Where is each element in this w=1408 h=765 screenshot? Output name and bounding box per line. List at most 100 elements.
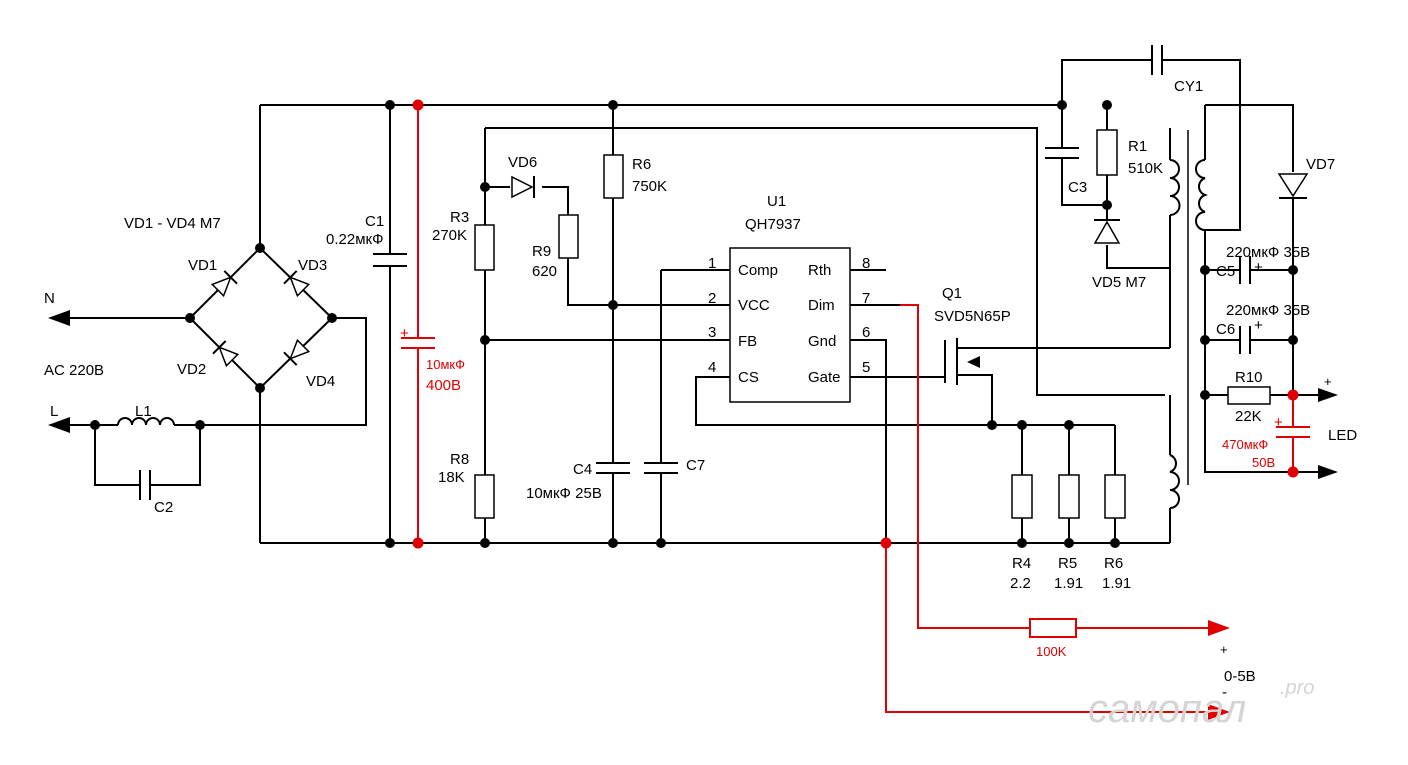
- label-r5: R5: [1058, 555, 1077, 572]
- watermark-logo: самопал: [1088, 687, 1246, 731]
- label-c5: C5: [1216, 263, 1235, 280]
- label-c5-value: 220мкФ 35B: [1226, 244, 1310, 261]
- resistor-r3: [474, 224, 495, 271]
- label-u1-part: QH7937: [745, 216, 801, 233]
- diode-vd4: [283, 338, 311, 366]
- label-vd6: VD6: [508, 154, 537, 171]
- resistor-r10: [1227, 386, 1271, 405]
- resistor-r1: [1096, 129, 1118, 176]
- label-r10-value: 22K: [1235, 408, 1262, 425]
- label-gate: Gate: [808, 369, 841, 386]
- label-r9-value: 620: [532, 263, 557, 280]
- black-wiring: [48, 59, 1338, 544]
- label-pin3: 3: [708, 324, 716, 341]
- label-pin5: 5: [862, 359, 870, 376]
- capacitor-470uf-red: [1276, 426, 1310, 438]
- resistor-r6-sense: [1104, 474, 1126, 519]
- label-r3-value: 270K: [432, 227, 467, 244]
- label-fb: FB: [738, 333, 757, 350]
- label-r9: R9: [532, 243, 551, 260]
- watermark-suffix: .pro: [1280, 677, 1314, 699]
- capacitor-c4: [596, 462, 630, 474]
- label-c6-plus: +: [1254, 317, 1263, 334]
- capacitor-c1: [373, 253, 407, 267]
- label-r3: R3: [450, 209, 469, 226]
- resistor-r4: [1011, 474, 1033, 519]
- label-470uf-plus: +: [1274, 414, 1283, 431]
- capacitor-cy1: [1151, 45, 1163, 75]
- label-r6-top-value: 750K: [632, 178, 667, 195]
- label-r10: R10: [1235, 369, 1263, 386]
- label-c3: C3: [1068, 179, 1087, 196]
- label-comp: Comp: [738, 262, 778, 279]
- label-c5-plus: +: [1254, 259, 1263, 276]
- label-c2: C2: [154, 499, 173, 516]
- label-dim-range: 0-5B: [1224, 668, 1256, 685]
- label-bulk-voltage: 400B: [426, 377, 461, 394]
- label-r1: R1: [1128, 138, 1147, 155]
- label-100k: 100K: [1036, 644, 1067, 659]
- label-q1: Q1: [942, 285, 962, 302]
- label-c1: C1: [365, 213, 384, 230]
- label-pin4: 4: [708, 359, 716, 376]
- label-pin6: 6: [862, 324, 870, 341]
- label-c6-value: 220мкФ 35B: [1226, 302, 1310, 319]
- resistor-100k-red: [1029, 618, 1077, 638]
- ic-u1-body: [729, 247, 851, 403]
- capacitor-c5: [1239, 256, 1251, 284]
- diode-vd5: [1093, 219, 1121, 244]
- label-pin7: 7: [862, 290, 870, 307]
- label-r6-sense-value: 1.91: [1102, 575, 1131, 592]
- diode-vd1: [210, 270, 238, 298]
- diode-vd6: [511, 175, 535, 199]
- label-vd3: VD3: [298, 257, 327, 274]
- capacitor-c3: [1045, 147, 1079, 159]
- label-led: LED: [1328, 427, 1357, 444]
- label-cy1: CY1: [1174, 78, 1203, 95]
- label-vd5: VD5 M7: [1092, 274, 1146, 291]
- label-vd4: VD4: [306, 373, 335, 390]
- transformer-aux-coil: [1169, 454, 1180, 509]
- label-r1-value: 510K: [1128, 160, 1163, 177]
- label-c4: C4: [573, 461, 592, 478]
- label-vd7: VD7: [1306, 156, 1335, 173]
- label-r6-top: R6: [632, 156, 651, 173]
- label-c1-value: 0.22мкФ: [326, 231, 383, 248]
- label-bulk-plus: +: [400, 325, 409, 342]
- label-rth: Rth: [808, 262, 831, 279]
- labels: N L AC 220B VD1 - VD4 M7 VD1 VD3 VD2 VD4…: [44, 78, 1357, 731]
- label-dim-plus: +: [1220, 642, 1228, 657]
- label-r4: R4: [1012, 555, 1031, 572]
- label-r6-sense: R6: [1104, 555, 1123, 572]
- label-c7: C7: [686, 457, 705, 474]
- label-u1: U1: [767, 193, 786, 210]
- label-pin1: 1: [708, 255, 716, 272]
- capacitor-c2: [139, 470, 151, 500]
- label-cs: CS: [738, 369, 759, 386]
- resistor-r8: [474, 474, 495, 519]
- label-q1-part: SVD5N65P: [934, 308, 1011, 325]
- label-dim: Dim: [808, 297, 835, 314]
- label-c6: C6: [1216, 321, 1235, 338]
- transformer-primary-coil: [1169, 159, 1181, 216]
- label-dim-minus: -: [1222, 684, 1227, 701]
- label-l: L: [50, 403, 58, 420]
- resistor-r9: [558, 214, 579, 259]
- junction-dots: [90, 99, 1299, 549]
- transformer-secondary-coil: [1195, 159, 1209, 231]
- label-ac-input: AC 220B: [44, 362, 104, 379]
- label-r5-value: 1.91: [1054, 575, 1083, 592]
- diode-vd2: [212, 340, 240, 368]
- label-r8: R8: [450, 451, 469, 468]
- label-vd1: VD1: [188, 257, 217, 274]
- resistor-r5: [1058, 474, 1080, 519]
- label-gnd: Gnd: [808, 333, 836, 350]
- label-led-plus: +: [1324, 374, 1332, 389]
- diode-vd3: [283, 270, 311, 298]
- label-vcc: VCC: [738, 297, 770, 314]
- capacitor-c7: [644, 462, 678, 474]
- label-vd2: VD2: [177, 361, 206, 378]
- capacitor-bulk-red: [401, 337, 435, 349]
- label-bulk-value: 10мкФ: [426, 357, 465, 372]
- dimmer-modification: [417, 105, 1294, 720]
